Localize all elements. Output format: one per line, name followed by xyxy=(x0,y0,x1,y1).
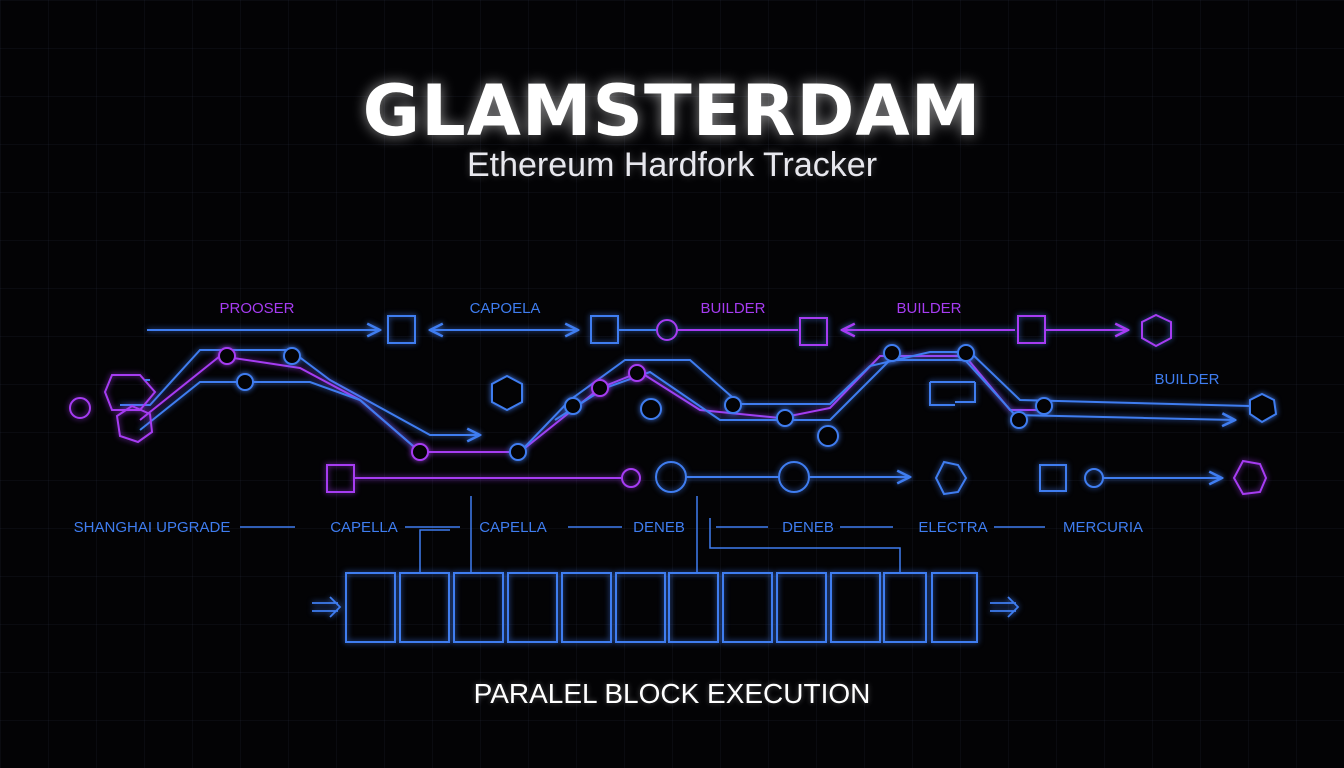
circle-node xyxy=(655,461,687,493)
parallel-block xyxy=(453,572,504,643)
hexagon-node xyxy=(1232,459,1268,496)
circle-node xyxy=(883,344,901,362)
circle-node xyxy=(778,461,810,493)
circle-node xyxy=(817,425,839,447)
parallel-block xyxy=(883,572,927,643)
diagram-caption: PARALEL BLOCK EXECUTION xyxy=(473,678,871,709)
circle-node xyxy=(776,409,794,427)
timeline-label: MERCURIA xyxy=(1063,519,1143,536)
circle-node xyxy=(564,397,582,415)
circle-node xyxy=(591,379,609,397)
block-node xyxy=(590,315,619,344)
parallel-block xyxy=(668,572,719,643)
label-builder-3: BUILDER xyxy=(1154,371,1219,388)
circle-node xyxy=(656,319,678,341)
circle-node xyxy=(509,443,527,461)
parallel-block xyxy=(615,572,666,643)
connector-line xyxy=(709,518,901,573)
circle-node xyxy=(218,347,236,365)
timeline-label: ELECTRA xyxy=(918,519,987,536)
circle-node xyxy=(724,396,742,414)
page-subtitle: Ethereum Hardfork Tracker xyxy=(466,146,878,184)
timeline: SHANGHAI UPGRADE CAPELLA CAPELLA DENEB D… xyxy=(74,519,1143,536)
block-node xyxy=(387,315,416,344)
left-cluster xyxy=(69,374,157,444)
strip-connectors xyxy=(419,496,901,573)
third-row xyxy=(326,459,1268,496)
page-title: GLAMSTERDAM xyxy=(362,70,982,152)
label-capoela: CAPOELA xyxy=(470,300,541,317)
lane-path xyxy=(139,354,1045,453)
parallel-block xyxy=(345,572,396,643)
hexagon-node xyxy=(491,374,523,412)
label-builder-1: BUILDER xyxy=(700,300,765,317)
circle-node xyxy=(236,373,254,391)
circle-node xyxy=(621,468,641,488)
strip-output-arrow-icon xyxy=(990,596,1020,618)
circle-node xyxy=(69,397,91,419)
parallel-block xyxy=(561,572,612,643)
lane-path xyxy=(955,382,976,403)
block-node xyxy=(326,464,355,493)
wavy-lanes xyxy=(120,349,1251,453)
circle-node xyxy=(283,347,301,365)
circle-node xyxy=(1084,468,1104,488)
lane-path xyxy=(554,359,1235,420)
parallel-block xyxy=(830,572,881,643)
parallel-block xyxy=(722,572,773,643)
circle-node xyxy=(640,398,662,420)
timeline-label: DENEB xyxy=(782,519,834,536)
circle-node xyxy=(1035,397,1053,415)
parallel-block xyxy=(507,572,558,643)
mid-nodes xyxy=(218,344,1278,461)
timeline-label: CAPELLA xyxy=(479,519,547,536)
timeline-label: DENEB xyxy=(633,519,685,536)
circle-node xyxy=(957,344,975,362)
circle-node xyxy=(628,364,646,382)
circle-node xyxy=(1010,411,1028,429)
parallel-block xyxy=(776,572,827,643)
hexagon-node xyxy=(1141,313,1172,348)
hexagon-node xyxy=(1249,392,1278,424)
circle-node xyxy=(411,443,429,461)
hexagon-node xyxy=(934,460,968,496)
lane-path xyxy=(519,351,1251,453)
block-strip xyxy=(312,572,1020,643)
lane-path xyxy=(929,382,955,406)
strip-input-arrow-icon xyxy=(312,596,342,618)
timeline-label: SHANGHAI UPGRADE xyxy=(74,519,231,536)
lane-path xyxy=(139,381,421,453)
timeline-label: CAPELLA xyxy=(330,519,398,536)
label-builder-2: BUILDER xyxy=(896,300,961,317)
connector-line xyxy=(419,529,450,573)
block-node xyxy=(799,317,828,346)
top-labels: PROOSER CAPOELA BUILDER BUILDER BUILDER xyxy=(219,300,1219,388)
parallel-block xyxy=(399,572,450,643)
block-node xyxy=(1039,464,1067,492)
parallel-block xyxy=(931,572,978,643)
label-prooser: PROOSER xyxy=(219,300,294,317)
hexagon-node xyxy=(115,404,154,444)
top-row xyxy=(147,313,1172,348)
block-node xyxy=(1017,315,1046,344)
